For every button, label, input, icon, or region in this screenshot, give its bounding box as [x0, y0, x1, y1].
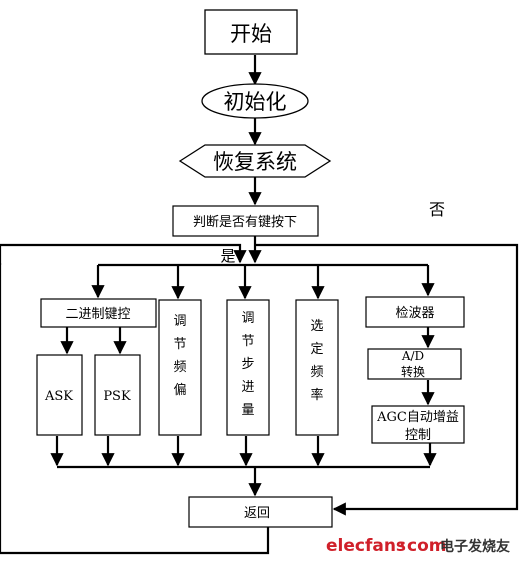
- adjust-deviation-label: 调节频偏: [173, 314, 186, 398]
- connectors: [0, 55, 519, 555]
- no-path-right: [255, 243, 519, 516]
- node-adjust-deviation: 调节频偏: [158, 299, 202, 436]
- agc-label-line2: 控制: [405, 428, 431, 443]
- node-adjust-step: 调节步进量: [226, 299, 270, 436]
- node-binary-keying: 二进制键控: [40, 298, 157, 328]
- node-detector: 检波器: [365, 296, 465, 328]
- node-start: 开始: [204, 9, 298, 55]
- node-ad: A/D 转换: [367, 348, 462, 380]
- node-restore: 恢复系统: [178, 144, 332, 178]
- binary-keying-label: 二进制键控: [65, 307, 130, 322]
- adjust-step-label: 调节步进量: [241, 311, 254, 418]
- detector-label: 检波器: [395, 306, 434, 321]
- return-label: 返回: [244, 506, 270, 521]
- node-check-key: 判断是否有键按下: [172, 205, 319, 237]
- return-loop-left: [0, 263, 270, 555]
- no-label: 否: [429, 200, 445, 219]
- node-ask: ASK: [36, 354, 83, 436]
- no-branch-loop: [0, 243, 247, 265]
- select-freq-label: 选定频率: [310, 319, 323, 403]
- node-select-freq: 选定频率: [295, 299, 339, 436]
- watermark-com: com: [407, 536, 446, 556]
- node-psk: PSK: [94, 354, 141, 436]
- elecfans-watermark: elecfans · com 电子发烧友: [326, 536, 510, 556]
- check-key-label: 判断是否有键按下: [193, 215, 297, 230]
- ad-label-line2: 转换: [401, 364, 425, 379]
- init-label: 初始化: [224, 90, 287, 114]
- node-init: 初始化: [201, 83, 309, 119]
- start-label: 开始: [230, 22, 272, 46]
- node-return: 返回: [188, 496, 333, 528]
- watermark-site: elecfans: [326, 536, 406, 556]
- watermark-dot: ·: [399, 536, 405, 556]
- watermark-cn: 电子发烧友: [440, 538, 510, 555]
- ask-label: ASK: [44, 389, 73, 404]
- psk-label: PSK: [103, 389, 131, 404]
- restore-label: 恢复系统: [213, 150, 297, 174]
- ad-label-line1: A/D: [401, 349, 424, 363]
- yes-label: 是: [220, 247, 235, 265]
- node-agc: AGC自动增益 控制: [371, 405, 465, 444]
- agc-label-line1: AGC自动增益: [376, 410, 459, 425]
